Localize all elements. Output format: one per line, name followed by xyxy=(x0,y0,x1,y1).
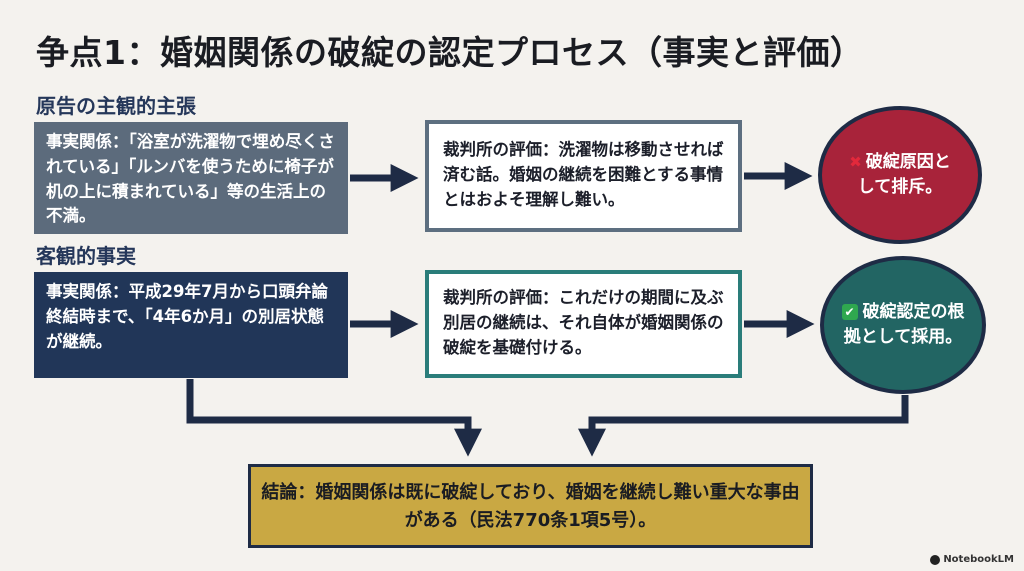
rejected-result-circle: ✖破綻原因として排斥。 xyxy=(818,106,982,244)
fact-evaluation-text: 裁判所の評価：これだけの期間に及ぶ別居の継続は、それ自体が婚姻関係の破綻を基礎付… xyxy=(443,288,724,357)
cross-mark-icon: ✖ xyxy=(849,152,862,171)
notebooklm-logo-icon xyxy=(930,554,941,565)
fact-box: 事実関係：平成29年7月から口頭弁論終結時まで、「4年6か月」の別居状態が継続。 xyxy=(34,272,348,378)
arrow-fact-to-conclusion xyxy=(186,379,482,457)
fact-section-label: 客観的事実 xyxy=(36,244,136,268)
check-mark-icon: ✔ xyxy=(841,303,858,320)
fact-evaluation-box: 裁判所の評価：これだけの期間に及ぶ別居の継続は、それ自体が婚姻関係の破綻を基礎付… xyxy=(425,270,742,378)
claim-section-label: 原告の主観的主張 xyxy=(36,94,196,118)
arrow-adopted-to-conclusion xyxy=(578,395,909,457)
claim-evaluation-text: 裁判所の評価：洗濯物は移動させれば済む話。婚姻の継続を困難とする事情とはおよそ理… xyxy=(443,140,724,209)
rejected-result-text: 破綻原因として排斥。 xyxy=(857,151,951,198)
page-title: 争点1：婚姻関係の破綻の認定プロセス（事実と評価） xyxy=(36,33,864,72)
claim-text: 事実関係：「浴室が洗濯物で埋め尽くされている」「ルンバを使うために椅子が机の上に… xyxy=(46,132,335,226)
adopted-result-circle: ✔破綻認定の根拠として採用。 xyxy=(820,256,986,394)
watermark: NotebookLM xyxy=(930,554,1014,565)
claim-box: 事実関係：「浴室が洗濯物で埋め尽くされている」「ルンバを使うために椅子が机の上に… xyxy=(34,122,348,234)
claim-evaluation-box: 裁判所の評価：洗濯物は移動させれば済む話。婚姻の継続を困難とする事情とはおよそ理… xyxy=(425,120,742,232)
conclusion-box: 結論：婚姻関係は既に破綻しており、婚姻を継続し難い重大な事由がある（民法770条… xyxy=(248,464,813,548)
fact-text: 事実関係：平成29年7月から口頭弁論終結時まで、「4年6か月」の別居状態が継続。 xyxy=(46,282,328,351)
watermark-text: NotebookLM xyxy=(943,554,1014,565)
adopted-result-text: 破綻認定の根拠として採用。 xyxy=(843,301,965,348)
conclusion-text: 結論：婚姻関係は既に破綻しており、婚姻を継続し難い重大な事由がある（民法770条… xyxy=(261,482,800,531)
